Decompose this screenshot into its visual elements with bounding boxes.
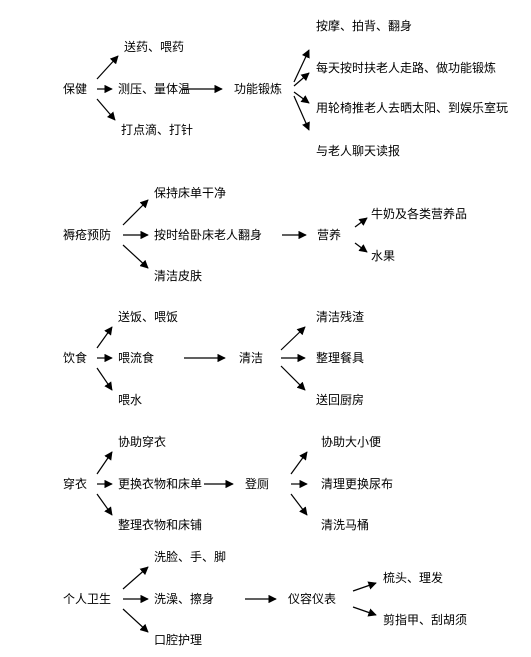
section-middle: 功能锻炼 bbox=[234, 82, 283, 96]
section-middle: 营养 bbox=[317, 228, 342, 242]
arrow-connector bbox=[293, 49, 310, 83]
arrow-connector bbox=[293, 95, 310, 131]
child-item: 洗澡、擦身 bbox=[154, 592, 215, 606]
child-item: 洗脸、手、脚 bbox=[154, 550, 227, 564]
arrow-connector bbox=[354, 217, 368, 228]
leaf-item: 梳头、理发 bbox=[383, 571, 444, 585]
section-root: 保健 bbox=[63, 82, 88, 96]
child-item: 整理衣物和床铺 bbox=[118, 518, 203, 532]
leaf-item: 牛奶及各类营养品 bbox=[371, 207, 468, 221]
leaf-item: 清理更换尿布 bbox=[321, 477, 394, 491]
child-item: 保持床单干净 bbox=[154, 186, 227, 200]
child-item: 协助穿衣 bbox=[118, 435, 167, 449]
arrow-connector bbox=[293, 91, 310, 104]
child-item: 按时给卧床老人翻身 bbox=[154, 228, 263, 242]
arrow-connector bbox=[96, 326, 113, 349]
child-item: 口腔护理 bbox=[154, 633, 203, 647]
leaf-item: 按摩、拍背、翻身 bbox=[316, 19, 413, 33]
leaf-item: 用轮椅推老人去晒太阳、到娱乐室玩 bbox=[316, 101, 509, 115]
leaf-item: 送回厨房 bbox=[316, 393, 365, 407]
arrow-connector bbox=[280, 326, 306, 351]
child-item: 送饭、喂饭 bbox=[118, 310, 179, 324]
leaf-item: 剪指甲、刮胡须 bbox=[383, 613, 468, 627]
leaf-item: 与老人聊天读报 bbox=[316, 144, 401, 158]
leaf-item: 整理餐具 bbox=[316, 351, 365, 365]
arrow-connector bbox=[96, 98, 116, 121]
arrow-connector bbox=[122, 566, 149, 590]
section-root: 穿衣 bbox=[63, 477, 88, 491]
child-item: 送药、喂药 bbox=[124, 40, 185, 54]
leaf-item: 水果 bbox=[371, 249, 396, 263]
leaf-item: 清洗马桶 bbox=[321, 518, 370, 532]
child-item: 测压、量体温 bbox=[118, 82, 191, 96]
child-item: 喂水 bbox=[118, 393, 143, 407]
arrow-connector bbox=[352, 581, 377, 592]
section-middle: 登厕 bbox=[245, 477, 270, 491]
section-root: 饮食 bbox=[63, 351, 88, 365]
arrow-connector bbox=[352, 606, 377, 617]
leaf-item: 清洁残渣 bbox=[316, 310, 365, 324]
child-item: 清洁皮肤 bbox=[154, 269, 203, 283]
child-item: 打点滴、打针 bbox=[121, 123, 194, 137]
arrow-connector bbox=[122, 199, 149, 226]
arrow-connector bbox=[122, 608, 149, 633]
section-root: 个人卫生 bbox=[63, 592, 112, 606]
section-middle: 仪容仪表 bbox=[288, 592, 337, 606]
arrow-connector bbox=[96, 367, 113, 391]
arrow-connector bbox=[354, 242, 368, 253]
arrow-connector bbox=[122, 244, 149, 269]
child-item: 更换衣物和床单 bbox=[118, 477, 203, 491]
section-root: 褥疮预防 bbox=[63, 228, 112, 242]
leaf-item: 协助大小便 bbox=[321, 435, 382, 449]
arrow-connector bbox=[96, 55, 119, 80]
arrow-connector bbox=[96, 451, 113, 475]
arrow-connector bbox=[293, 72, 310, 87]
section-middle: 清洁 bbox=[239, 351, 264, 365]
arrow-connector bbox=[290, 493, 308, 516]
arrow-connector bbox=[290, 451, 308, 475]
arrow-connector bbox=[96, 493, 113, 516]
arrow-connector bbox=[280, 365, 306, 391]
child-item: 喂流食 bbox=[118, 351, 155, 365]
leaf-item: 每天按时扶老人走路、做功能锻炼 bbox=[316, 61, 497, 75]
